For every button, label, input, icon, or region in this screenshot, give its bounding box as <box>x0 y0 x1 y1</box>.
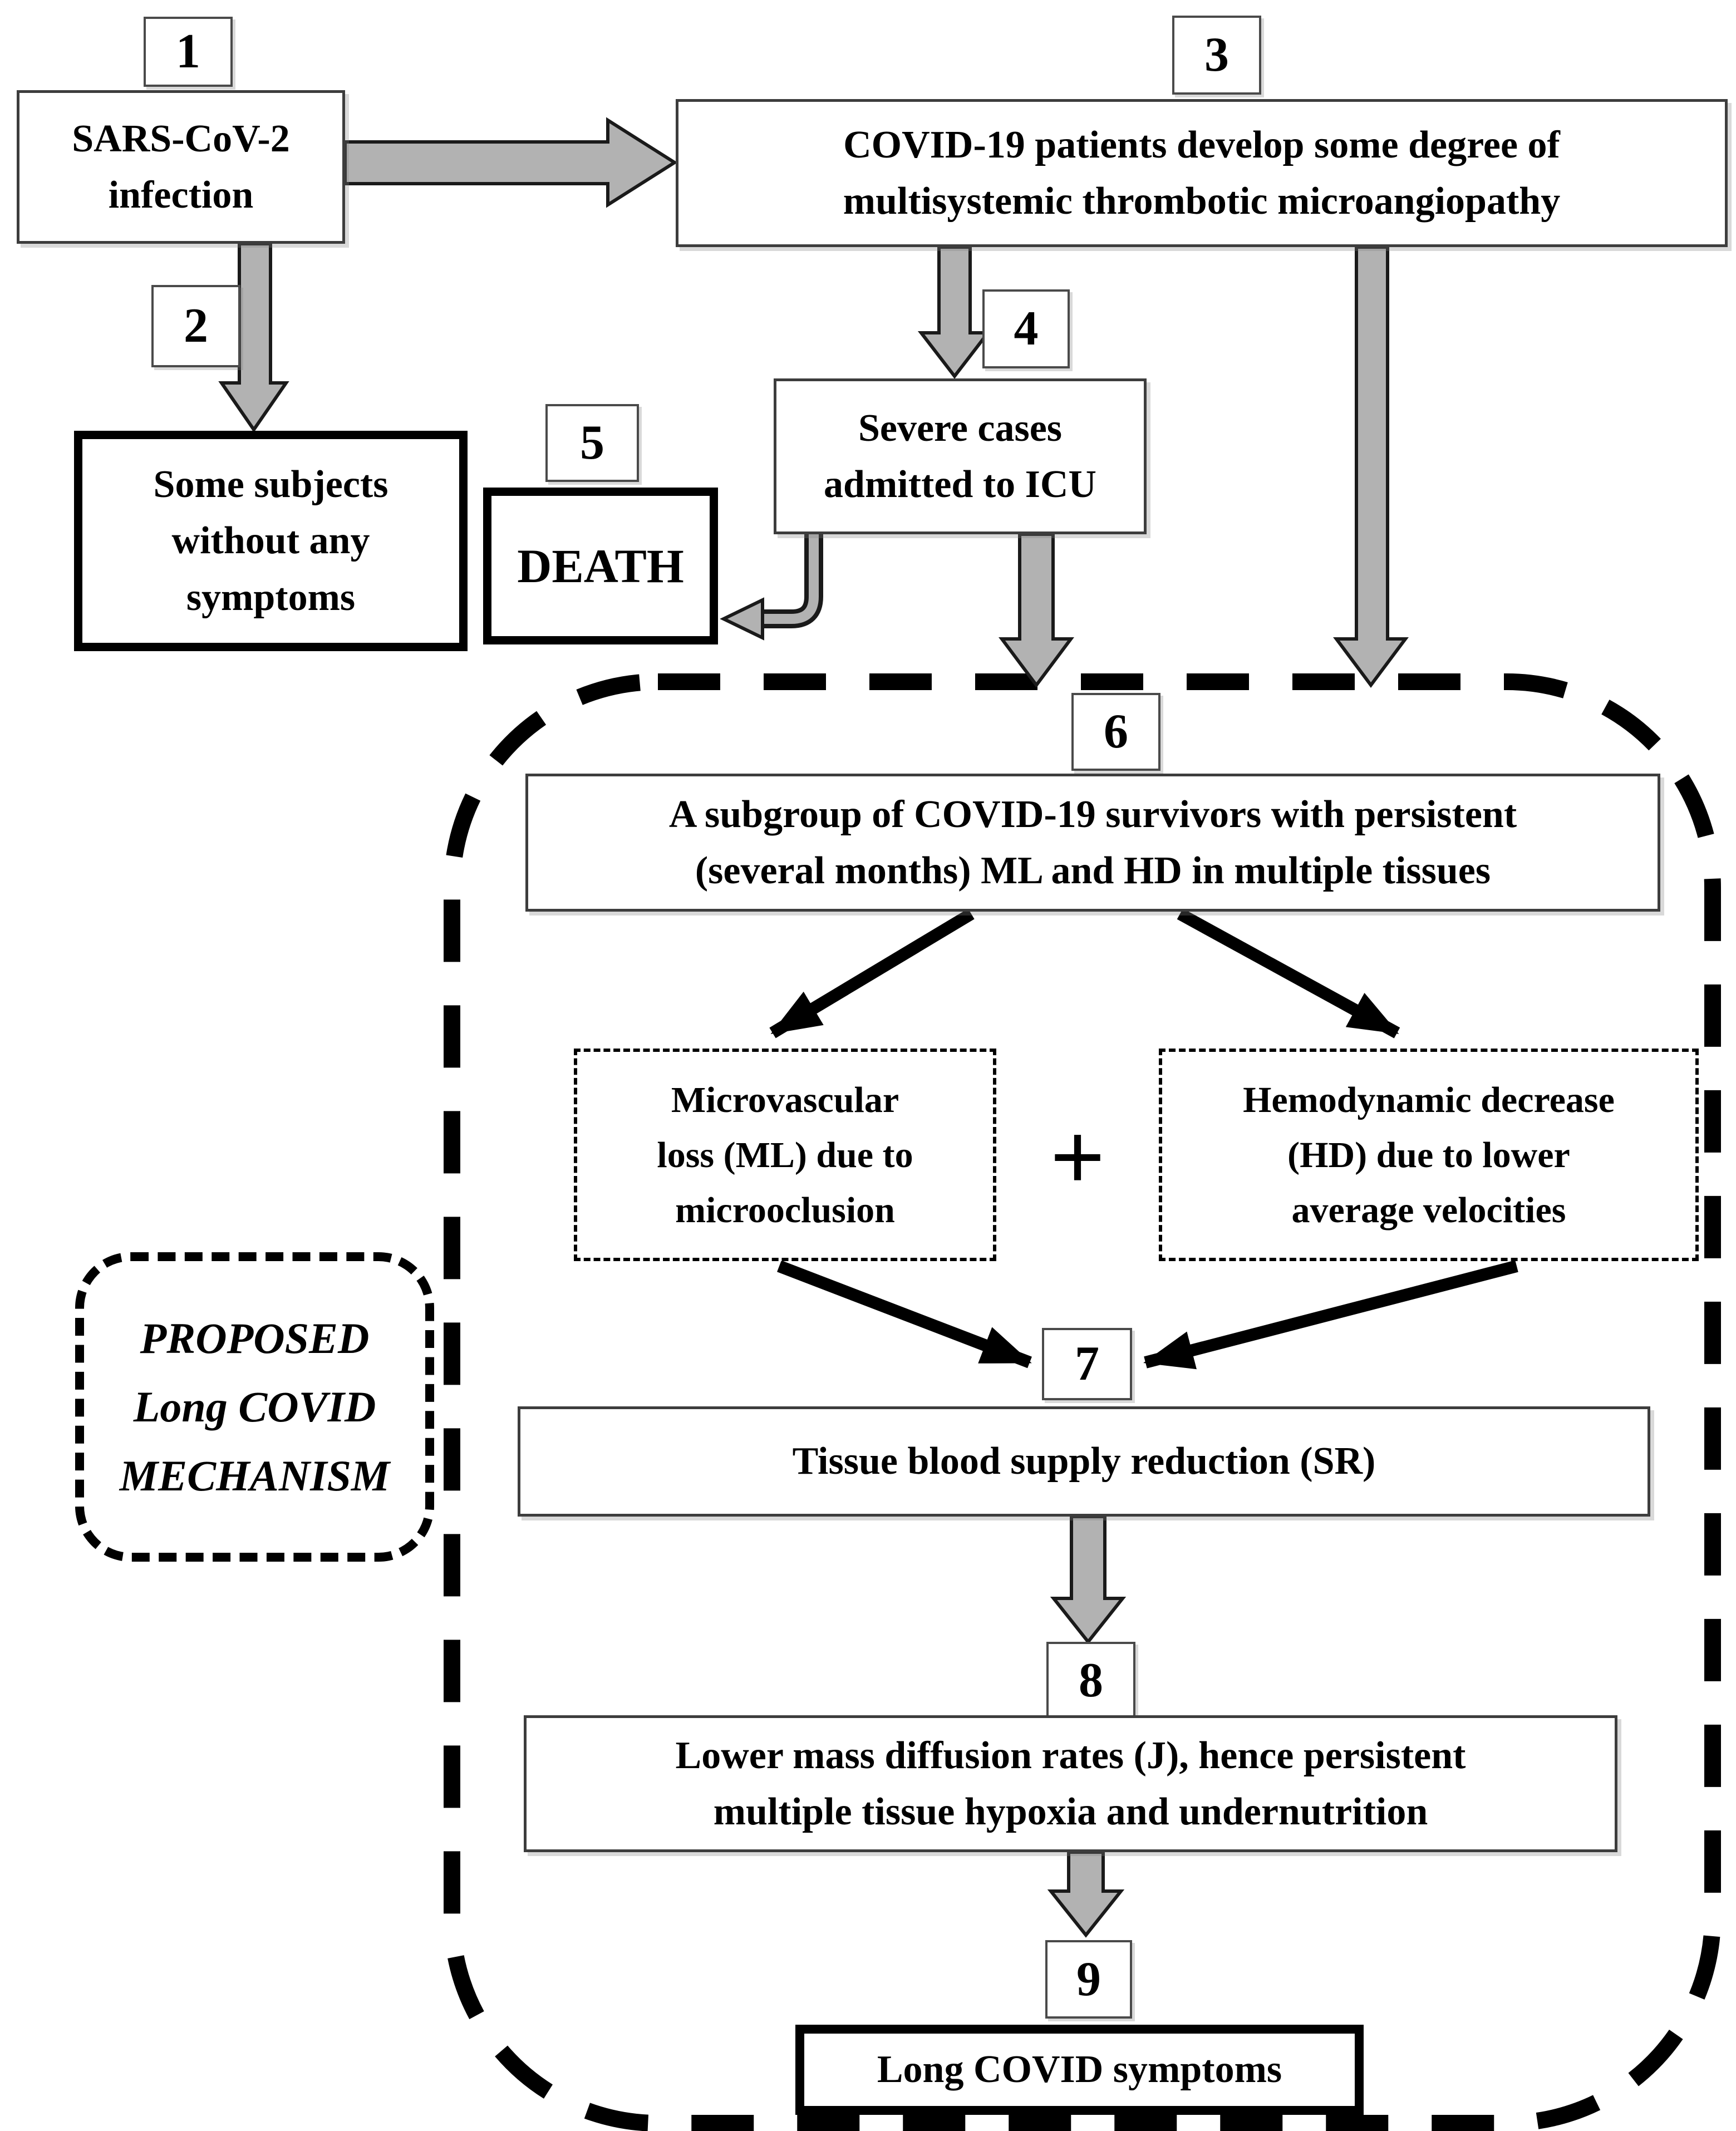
step-label-9: 9 <box>1045 1940 1132 2019</box>
box-severe-cases-icu: Severe cases admitted to ICU <box>774 378 1147 534</box>
box-diffusion-rates: Lower mass diffusion rates (J), hence pe… <box>524 1715 1617 1852</box>
box-hemodynamic-decrease: Hemodynamic decrease (HD) due to lower a… <box>1159 1049 1699 1261</box>
step-label-2: 2 <box>151 285 240 367</box>
box-death: DEATH <box>483 488 718 644</box>
box-asymptomatic-line1: Some subjects <box>153 462 388 506</box>
proposed-mechanism-annotation: PROPOSED Long COVID MECHANISM <box>75 1252 434 1562</box>
arrow-thrombotic-to-icu-icon <box>917 245 992 379</box>
step-label-5: 5 <box>545 404 639 482</box>
box-ml-line3: microoclusion <box>675 1189 895 1231</box>
box-icu-line2: admitted to ICU <box>824 463 1096 506</box>
box-hd-line2: (HD) due to lower <box>1287 1134 1570 1175</box>
arrow-survivors-to-hd-icon <box>1177 908 1400 1039</box>
box-sars-cov2-infection: SARS-CoV-2 infection <box>17 90 345 244</box>
step-label-7: 7 <box>1042 1328 1132 1400</box>
arrow-diffusion-to-symptoms-icon <box>1047 1851 1125 1938</box>
box-ml-line1: Microvascular <box>671 1079 899 1120</box>
box-thrombotic-line2: multisystemic thrombotic microangiopathy <box>843 180 1561 223</box>
box-diffusion-line1: Lower mass diffusion rates (J), hence pe… <box>675 1734 1466 1777</box>
arrow-hd-to-supply-icon <box>1143 1260 1518 1370</box>
box-asymptomatic-line2: without any <box>171 519 370 563</box>
box-supply-reduction: Tissue blood supply reduction (SR) <box>518 1406 1650 1517</box>
plus-operator: + <box>1050 1103 1105 1211</box>
box-asymptomatic-line3: symptoms <box>186 575 356 619</box>
arrow-icu-to-survivors-icon <box>999 533 1074 688</box>
step-label-4: 4 <box>982 289 1070 368</box>
box-sars-cov2-infection-line2: infection <box>108 174 254 216</box>
box-ml-line2: loss (ML) due to <box>657 1134 913 1175</box>
box-sr-line1: Tissue blood supply reduction (SR) <box>792 1440 1376 1483</box>
box-hd-line1: Hemodynamic decrease <box>1243 1079 1615 1120</box>
arrow-icu-to-death-icon <box>720 534 823 641</box>
box-long-covid-symptoms: Long COVID symptoms <box>795 2025 1364 2115</box>
arrow-infection-to-thrombotic-icon <box>343 117 678 208</box>
arrow-supply-to-diffusion-icon <box>1050 1515 1127 1645</box>
step-label-1: 1 <box>144 17 233 87</box>
arrow-survivors-to-ml-icon <box>769 908 975 1039</box>
box-survivors-line1: A subgroup of COVID-19 survivors with pe… <box>668 793 1517 836</box>
box-icu-line1: Severe cases <box>858 406 1063 450</box>
arrow-thrombotic-to-survivors-icon <box>1333 245 1409 688</box>
step-label-8: 8 <box>1046 1642 1135 1720</box>
step-label-6: 6 <box>1071 693 1160 771</box>
box-asymptomatic-subjects: Some subjects without any symptoms <box>74 431 468 651</box>
arrow-ml-to-supply-icon <box>777 1260 1032 1369</box>
box-thrombotic-line1: COVID-19 patients develop some degree of <box>843 123 1560 166</box>
box-diffusion-line2: multiple tissue hypoxia and undernutriti… <box>713 1790 1428 1833</box>
box-death-text: DEATH <box>517 539 684 593</box>
step-label-3: 3 <box>1172 16 1261 95</box>
mechanism-line1: PROPOSED <box>140 1314 370 1363</box>
box-sars-cov2-infection-line1: SARS-CoV-2 <box>72 117 290 160</box>
box-thrombotic-microangiopathy: COVID-19 patients develop some degree of… <box>676 99 1728 247</box>
box-symptoms-line1: Long COVID symptoms <box>877 2048 1282 2091</box>
box-survivors-line2: (several months) ML and HD in multiple t… <box>695 849 1491 892</box>
box-covid-survivors: A subgroup of COVID-19 survivors with pe… <box>525 774 1660 912</box>
box-hd-line3: average velocities <box>1291 1189 1566 1231</box>
box-microvascular-loss: Microvascular loss (ML) due to microoclu… <box>574 1049 996 1261</box>
mechanism-line3: MECHANISM <box>119 1451 390 1500</box>
mechanism-line2: Long COVID <box>133 1382 376 1431</box>
